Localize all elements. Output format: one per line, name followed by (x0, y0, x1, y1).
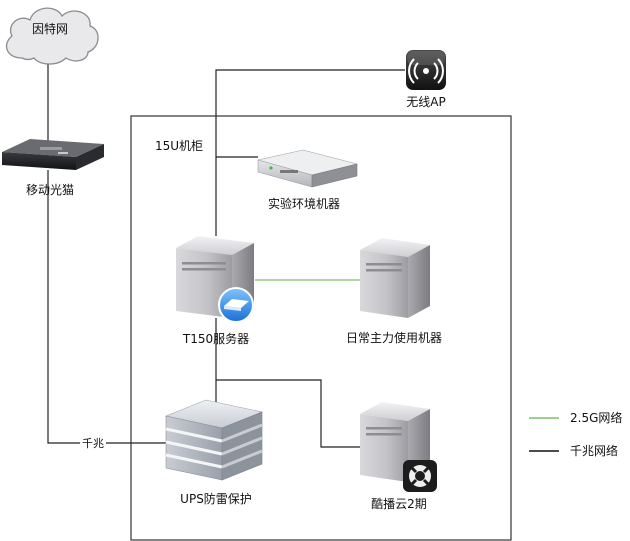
network-badge-icon (218, 287, 254, 323)
modem-label: 移动光猫 (26, 183, 74, 197)
link-t150-kubo (216, 379, 360, 448)
ups-stack-icon (164, 399, 264, 481)
lifebuoy-icon (403, 460, 437, 492)
wifi-ap-icon (406, 50, 446, 90)
rack-server-icon (257, 149, 358, 188)
lab-machine-label: 实验环境机器 (268, 196, 340, 211)
connections (47, 62, 405, 448)
tower-server-icon (360, 238, 430, 318)
link-modem-ups (47, 170, 174, 444)
modem-icon (2, 139, 104, 170)
rack-frame (130, 115, 512, 541)
link-t150-ap (215, 69, 405, 236)
daily-machine-label: 日常主力使用机器 (346, 330, 442, 345)
legend: 2.5G网络 千兆网络 (529, 410, 622, 458)
cloud-icon (5, 7, 99, 65)
link-label-bg (80, 435, 106, 451)
internet-label: 因特网 (32, 21, 68, 36)
wireless-ap-label: 无线AP (406, 95, 445, 109)
kubo-label: 酷播云2期 (371, 497, 427, 511)
ups-label: UPS防雷保护 (180, 491, 252, 506)
legend-label-gigabit: 千兆网络 (570, 443, 618, 458)
modem-ups-link-label: 千兆 (82, 437, 104, 450)
t150-label: T150服务器 (182, 331, 249, 346)
legend-label-25g: 2.5G网络 (570, 410, 622, 425)
rack-label: 15U机柜 (155, 139, 203, 153)
